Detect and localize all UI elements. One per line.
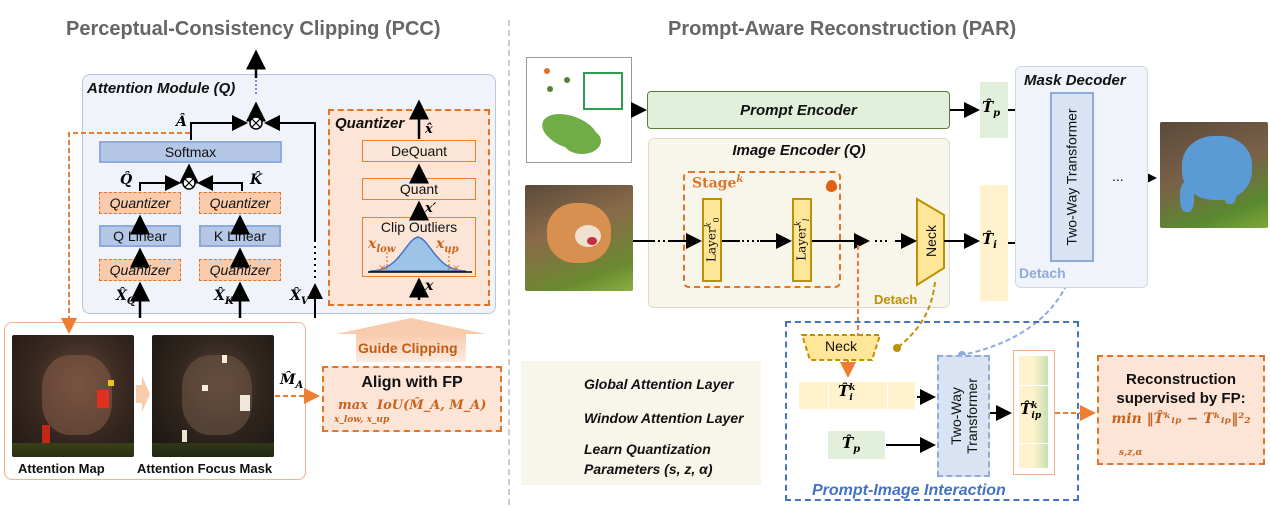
clip-outliers-label: Clip Outliers (380, 219, 458, 235)
x-v-label: X̂V (290, 288, 309, 307)
prompt-image-interaction-box (785, 321, 1079, 501)
attention-focus-mask-image (152, 335, 274, 457)
m-a-hat-label: M̂A (280, 372, 304, 391)
gaussian-curve (369, 236, 467, 272)
x-low-label: xlow (368, 236, 396, 255)
align-objective-sub: x_low, x_up (334, 415, 390, 425)
token-t-p-interaction (828, 431, 885, 459)
token-t-i (980, 184, 1008, 301)
align-with-fp-title: Align with FP (361, 374, 463, 391)
learn-flame-icon (826, 180, 837, 192)
section-divider (508, 20, 510, 505)
decoder-ellipsis: ... (1112, 168, 1124, 184)
attention-map-image (12, 335, 134, 457)
output-mask-image (1160, 122, 1268, 228)
mask-decoder-title: Mask Decoder (1024, 72, 1126, 89)
t-p-label: T̂p (982, 98, 1001, 119)
x-hat-label: x̂ (425, 122, 433, 137)
legend-global-label: Global Attention Layer (584, 376, 734, 392)
token-t-p (980, 82, 1008, 138)
guide-clipping-arrow (336, 318, 486, 362)
legend-window-label: Window Attention Layer (584, 410, 744, 426)
stage-label: Stagek (692, 174, 744, 192)
reconstruction-objective: min ‖T̂ᵏᵢₚ − Tᵏᵢₚ‖²₂ (1111, 411, 1251, 427)
neck-block (916, 197, 945, 287)
a-hat-label: Â (176, 114, 187, 130)
legend-learn-label-2: Parameters (s, z, α) (584, 461, 713, 477)
reconstruction-line1: Reconstruction (1125, 371, 1236, 388)
attention-focus-mask-label: Attention Focus Mask (137, 461, 273, 476)
t-ipk-label: T̂kip (1020, 400, 1042, 421)
k-hat-label: K̂ (250, 172, 263, 188)
dequant-block: DeQuant (362, 140, 476, 162)
prompt-encoder-block: Prompt Encoder (647, 91, 950, 129)
interaction-neck-block (800, 334, 882, 361)
detach-gold-label: Detach (874, 292, 918, 307)
layer-l-block: Layerkl (792, 198, 812, 282)
quantizer-q-out: Quantizer (99, 192, 181, 214)
reconstruction-objective-sub: s,z,α (1119, 448, 1143, 458)
image-encoder-title: Image Encoder (Q) (732, 142, 866, 159)
quantizer-q-in: Quantizer (99, 259, 181, 281)
quant-block: Quant (362, 178, 476, 200)
guide-clipping-label: Guide Clipping (358, 340, 458, 356)
token-t-ik (799, 382, 915, 409)
x-k-label: X̂K (214, 288, 234, 307)
legend-panel (521, 361, 761, 485)
par-title: Prompt-Aware Reconstruction (PAR) (668, 18, 1017, 40)
two-way-transformer-block: Two-Way Transformer (1050, 92, 1094, 262)
pcc-title: Perceptual-Consistency Clipping (PCC) (66, 18, 441, 40)
detach-blue-label: Detach (1019, 265, 1066, 281)
interaction-two-way-block: Two-Way Transformer (937, 355, 990, 477)
svg-text:×: × (452, 263, 460, 274)
neck-label: Neck (923, 225, 939, 257)
reconstruction-box: Reconstruction supervised by FP: min ‖T̂… (1097, 355, 1265, 465)
stage-box (683, 171, 841, 288)
align-with-fp-box: Align with FP max IoU(M̂_A, M_A) x_low, … (322, 366, 502, 432)
layer-0-block: Layerk0 (702, 198, 722, 282)
x-input-label: x (425, 278, 434, 294)
legend-learn-label-1: Learn Quantization (584, 441, 711, 457)
attention-map-label: Attention Map (18, 461, 105, 476)
q-hat-label: Q̂ (120, 172, 133, 188)
t-p-interaction-label: T̂p (842, 434, 861, 455)
t-ik-label: T̂ki (838, 382, 856, 403)
quantizer-detail-title: Quantizer (335, 115, 405, 132)
quantizer-k-out: Quantizer (199, 192, 281, 214)
t-i-label: T̂i (982, 230, 997, 251)
token-t-ipk (1013, 350, 1055, 475)
prompt-image (526, 57, 632, 163)
softmax-block: Softmax (99, 141, 282, 163)
input-dog-image (525, 185, 633, 291)
reconstruction-line2: supervised by FP: (1116, 390, 1246, 407)
svg-text:×: × (378, 263, 386, 274)
attention-module-title: Attention Module (Q) (87, 80, 236, 97)
x-up-label: xup (436, 236, 459, 255)
align-objective: max IoU(M̂_A, M_A) (338, 398, 487, 413)
interaction-title: Prompt-Image Interaction (812, 482, 1006, 499)
x-prime-label: x′ (425, 201, 437, 216)
interaction-neck-label: Neck (825, 338, 857, 354)
